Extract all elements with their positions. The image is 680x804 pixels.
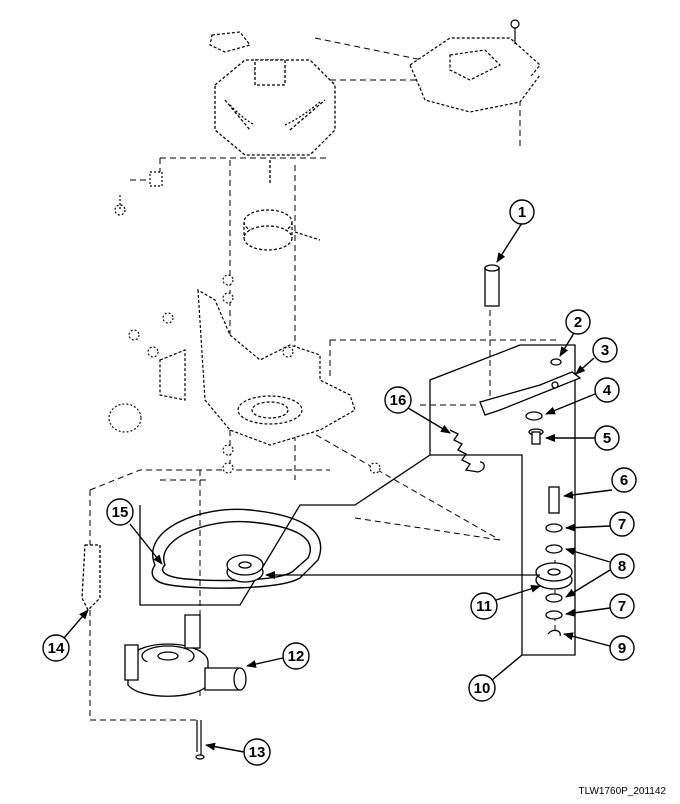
callout-15: 15 (106, 498, 163, 565)
callout-4: 4 (545, 377, 620, 415)
callout-16: 16 (384, 386, 451, 434)
callout-15-label: 15 (112, 504, 129, 521)
callout-2: 2 (559, 309, 591, 357)
pump-screw (195, 720, 205, 760)
callout-11-label: 11 (476, 598, 492, 615)
callout-10-label: 10 (474, 680, 491, 697)
callout-3: 3 (575, 337, 618, 375)
idler-arm (479, 371, 582, 416)
idler-shaft (548, 486, 560, 514)
pump (124, 614, 247, 697)
callout-4-label: 4 (603, 382, 612, 399)
belt-pulley (226, 554, 264, 583)
callout-2-label: 2 (574, 314, 582, 331)
drive-belt (151, 508, 322, 589)
callout-5-label: 5 (603, 430, 611, 447)
callout-8-label: 8 (618, 558, 626, 575)
callout-9: 9 (563, 632, 635, 661)
callout-14: 14 (42, 609, 89, 662)
idler-washers (545, 523, 563, 620)
callout-3-label: 3 (601, 342, 609, 359)
drive-group-outline (139, 344, 576, 656)
base-hardware (108, 274, 381, 474)
callout-5: 5 (545, 425, 620, 451)
motor-pulley (243, 209, 321, 251)
idler-pulley (535, 562, 573, 590)
callout-10: 10 (468, 654, 523, 702)
callout-7-lower-label: 7 (618, 598, 626, 615)
retaining-ring (547, 629, 561, 637)
cover-screw (510, 19, 520, 44)
callout-7-upper-label: 7 (618, 516, 626, 533)
callout-6: 6 (563, 467, 637, 499)
callout-7-lower: 7 (565, 593, 635, 619)
callout-13-label: 13 (249, 744, 266, 761)
callout-7-upper: 7 (565, 511, 635, 537)
arm-shoulder-bolt (528, 428, 544, 445)
hose-clip (81, 544, 101, 612)
callout-1: 1 (496, 199, 535, 263)
callout-1-label: 1 (518, 204, 526, 221)
callout-12: 12 (246, 642, 310, 670)
callout-8: 8 (565, 547, 635, 598)
callout-6-label: 6 (620, 472, 628, 489)
top-cover-bracket (409, 37, 541, 113)
figure-id: TLW1760P_201142 (579, 786, 667, 797)
motor-connector (209, 31, 252, 53)
base-plate (159, 288, 356, 446)
idler-spring (449, 429, 485, 473)
motor-screw (114, 171, 163, 216)
motor (214, 59, 336, 185)
callout-11: 11 (470, 584, 541, 620)
callout-16-label: 16 (390, 392, 407, 409)
callout-13: 13 (205, 738, 271, 766)
callout-14-label: 14 (48, 640, 65, 657)
callout-9-label: 9 (618, 640, 626, 657)
spacer-tube (484, 264, 500, 307)
callout-12-label: 12 (288, 648, 305, 665)
arm-washer (525, 358, 562, 421)
